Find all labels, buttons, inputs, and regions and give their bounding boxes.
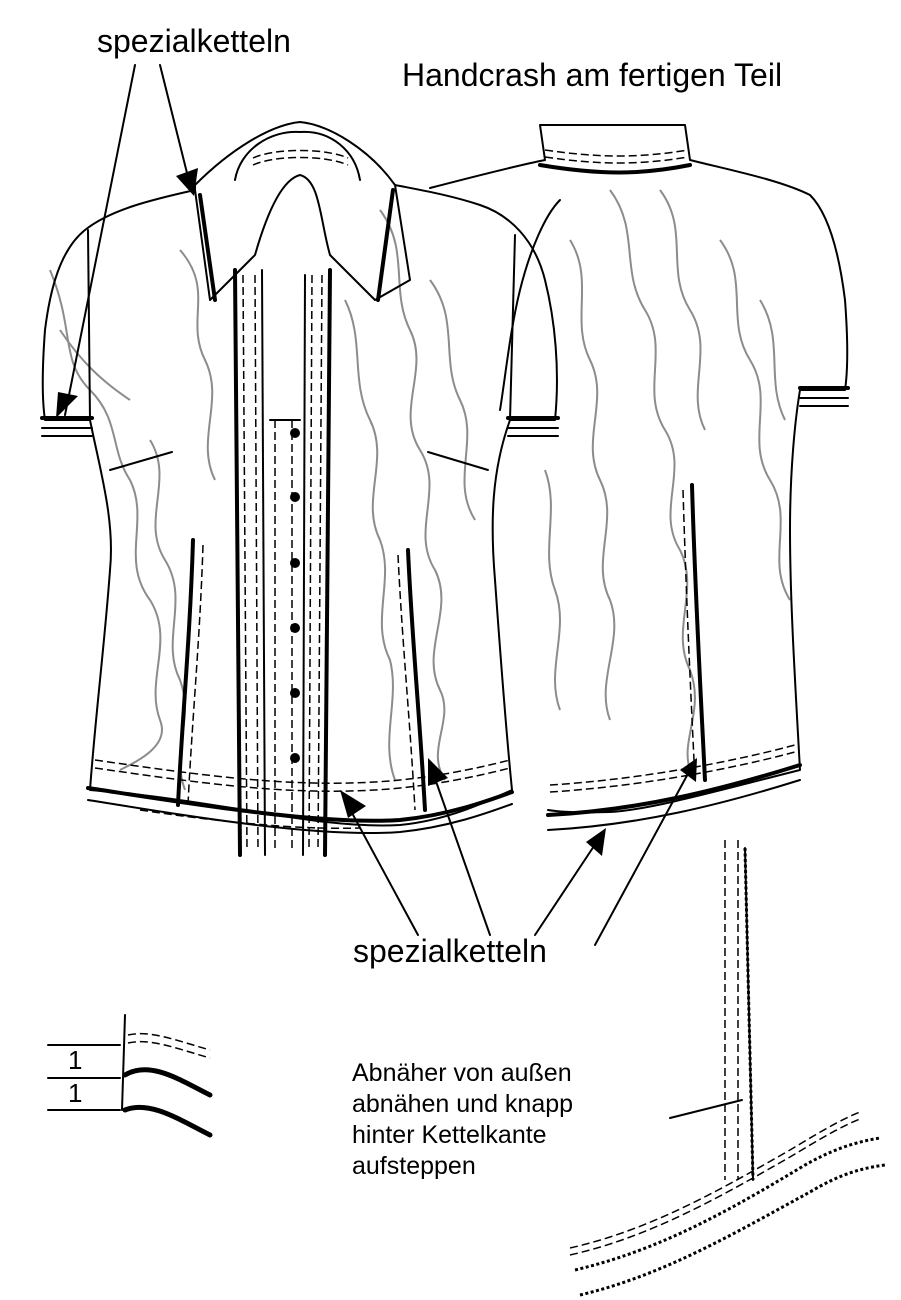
note-line-4: aufsteppen bbox=[352, 1152, 476, 1180]
annotation-arrows bbox=[56, 64, 697, 946]
crash-texture-back bbox=[544, 189, 791, 771]
seam-allowance-detail bbox=[47, 1014, 213, 1138]
dart-stitch-detail bbox=[569, 840, 886, 1297]
label-spezialketteln-bottom: spezialketteln bbox=[353, 933, 547, 969]
blouse-back-view bbox=[429, 124, 850, 831]
back-outline bbox=[429, 124, 849, 814]
note-line-3: hinter Kettelkante bbox=[352, 1121, 547, 1149]
note-line-2: abnähen und knapp bbox=[352, 1090, 574, 1118]
front-outline bbox=[41, 184, 558, 827]
note-text-block: Abnäher von außen abnähen und knapp hint… bbox=[352, 1058, 573, 1182]
front-placket bbox=[233, 268, 332, 857]
front-collar bbox=[194, 121, 411, 301]
dimension-label-2: 1 bbox=[68, 1078, 83, 1108]
label-spezialketteln-top: spezialketteln bbox=[97, 23, 291, 59]
blouse-front-view bbox=[40, 121, 560, 857]
label-handcrash: Handcrash am fertigen Teil bbox=[402, 57, 783, 93]
dimension-label-1: 1 bbox=[68, 1045, 83, 1075]
crash-texture-front bbox=[49, 209, 476, 791]
note-line-1: Abnäher von außen bbox=[352, 1059, 572, 1087]
